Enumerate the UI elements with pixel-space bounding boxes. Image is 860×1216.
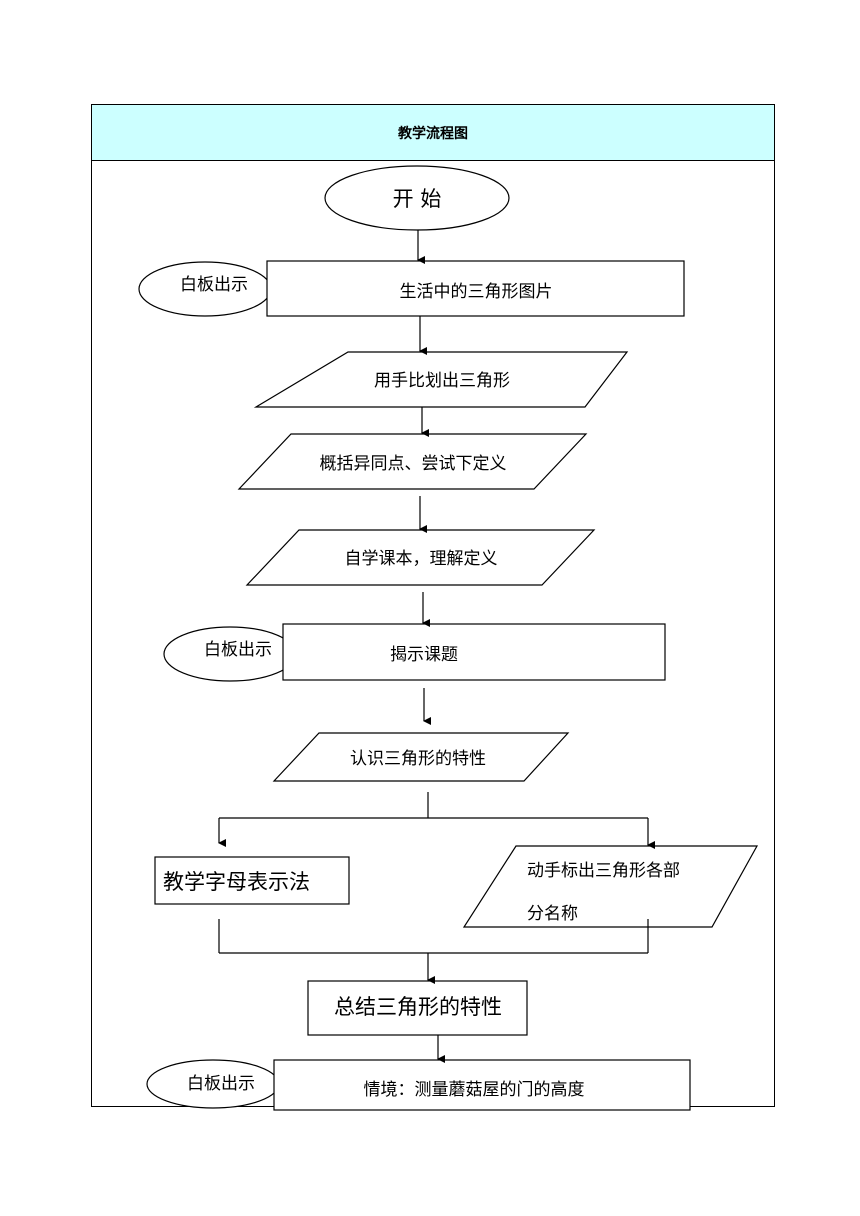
step5-box xyxy=(282,623,666,681)
step7-label: 总结三角形的特性 xyxy=(334,995,502,1019)
branch-left-label: 教学字母表示法 xyxy=(163,870,310,894)
step5-label: 揭示课题 xyxy=(390,645,458,665)
branch-left-box xyxy=(154,856,350,905)
side-label-3: 白板出示 xyxy=(187,1074,255,1094)
start-label: 开 始 xyxy=(393,187,442,211)
step3-label: 概括异同点、尝试下定义 xyxy=(320,454,507,474)
flowchart-frame: 教学流程图 xyxy=(91,104,775,1107)
step1-box xyxy=(266,260,685,317)
side-label-1: 白板出示 xyxy=(180,275,248,295)
step4-shape xyxy=(245,529,596,586)
step4-label: 自学课本，理解定义 xyxy=(345,549,498,569)
step8-label: 情境：测量蘑菇屋的门的高度 xyxy=(364,1080,585,1100)
step6-label: 认识三角形的特性 xyxy=(350,749,486,769)
branch-right-shape xyxy=(462,845,759,928)
side-label-2: 白板出示 xyxy=(204,640,272,660)
step8-box xyxy=(273,1059,691,1111)
branch-right-label-1: 动手标出三角形各部 xyxy=(527,861,680,881)
flowchart-title: 教学流程图 xyxy=(92,105,774,161)
step2-label: 用手比划出三角形 xyxy=(374,371,510,391)
start-node xyxy=(324,165,510,231)
step1-label: 生活中的三角形图片 xyxy=(400,282,553,302)
step6-shape xyxy=(272,732,570,782)
step3-shape xyxy=(237,433,588,490)
step7-box xyxy=(307,980,528,1036)
branch-right-label-2: 分名称 xyxy=(527,904,578,924)
step2-shape xyxy=(253,351,629,408)
